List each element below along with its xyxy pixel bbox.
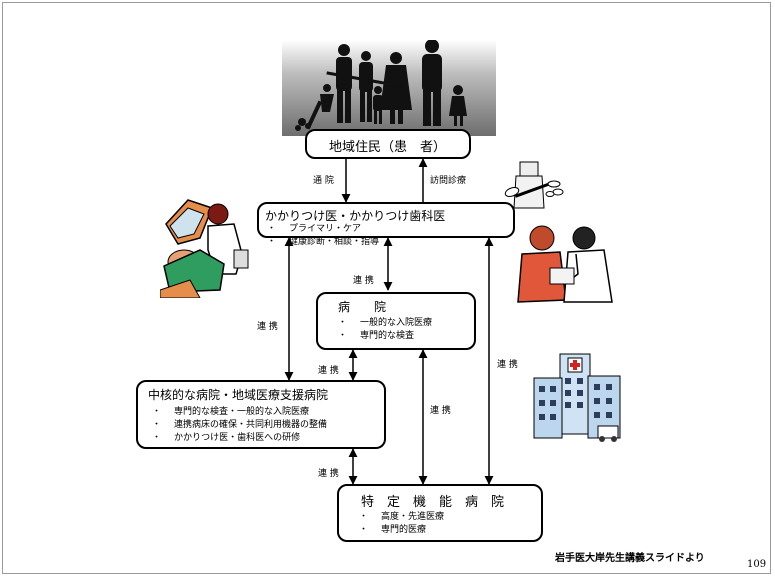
core-hospital-list: 専門的な検査・一般的な入院医療 連携病床の確保・共同利用機器の整備 かかりつけ医…	[152, 406, 327, 445]
special-hospital-box: 特 定 機 能 病 院 高度・先進医療 専門的医療	[337, 484, 543, 542]
renkei-label-6: 連 携	[318, 469, 339, 479]
list-item: かかりつけ医・歯科医への研修	[152, 432, 327, 445]
medicine-icon	[504, 161, 564, 209]
hospital-list: 一般的な入院医療 専門的な検査	[338, 317, 432, 343]
kakaritsuke-title: かかりつけ医・かかりつけ歯科医	[265, 209, 446, 223]
renkei-label-1: 連 携	[353, 276, 374, 286]
list-item: 健康診断・相談・指導	[267, 236, 379, 249]
renkei-label-3: 連 携	[318, 366, 339, 376]
renkei-label-2: 連 携	[257, 322, 278, 332]
doctor-patient-illustration-icon	[517, 225, 613, 303]
kakaritsuke-list: プライマリ・ケア	[267, 223, 361, 236]
family-silhouette-icon	[282, 40, 496, 136]
core-hospital-box: 中核的な病院・地域医療支援病院 専門的な検査・一般的な入院医療 連携病床の確保・…	[136, 380, 386, 449]
residents-box: 地域住民（患 者）	[305, 129, 471, 159]
list-item: 連携病床の確保・共同利用機器の整備	[152, 419, 327, 432]
kakaritsuke-box: かかりつけ医・かかりつけ歯科医 プライマリ・ケア 健康診断・相談・指導	[257, 202, 515, 247]
dentist-illustration-icon	[160, 199, 249, 298]
hospital-building-icon	[533, 353, 621, 442]
list-item: 一般的な入院医療	[338, 317, 432, 330]
renkei-label-5: 連 携	[430, 406, 451, 416]
residents-title: 地域住民（患 者）	[329, 140, 447, 155]
source-credit: 岩手医大岸先生講義スライドより	[555, 553, 705, 564]
renkei-label-4: 連 携	[497, 360, 518, 370]
home-visit-label: 訪問診療	[430, 176, 467, 186]
list-item: 専門的な検査	[338, 330, 432, 343]
visit-label: 通 院	[313, 176, 334, 186]
hospital-box: 病 院 一般的な入院医療 専門的な検査	[316, 292, 476, 350]
hospital-title: 病 院	[338, 300, 387, 314]
list-item: 高度・先進医療	[359, 511, 444, 524]
page-number: 109	[747, 559, 767, 570]
special-hospital-list: 高度・先進医療 専門的医療	[359, 511, 444, 537]
special-hospital-title: 特 定 機 能 病 院	[361, 495, 505, 510]
core-hospital-title: 中核的な病院・地域医療支援病院	[148, 388, 329, 402]
kakaritsuke-list-2: 健康診断・相談・指導	[267, 236, 379, 249]
list-item: 専門的な検査・一般的な入院医療	[152, 406, 327, 419]
list-item: 専門的医療	[359, 524, 444, 537]
list-item: プライマリ・ケア	[267, 223, 361, 236]
